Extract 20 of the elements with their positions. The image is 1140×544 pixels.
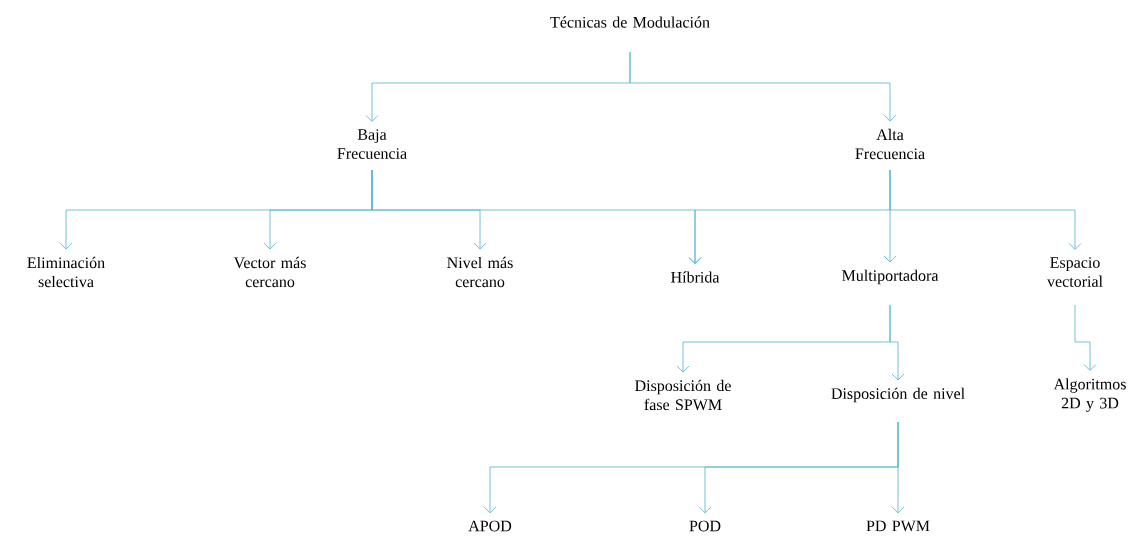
text-label: Algoritmos 2D y 3D	[1053, 378, 1126, 412]
arrow	[891, 421, 905, 514]
text-label: Baja Frecuencia	[337, 129, 407, 159]
text-label: Híbrida	[671, 271, 720, 283]
text-label: Disposición de fase SPWM	[635, 379, 731, 411]
arrow	[629, 51, 897, 122]
text-label: Técnicas de Modulación	[550, 16, 710, 28]
text-label: Espacio vectorial	[1047, 257, 1103, 287]
text-label: Eliminación selectiva	[27, 256, 105, 288]
text-label: POD	[689, 520, 721, 532]
text-label: Nivel más cercano	[447, 256, 513, 288]
arrow	[889, 304, 905, 381]
text-label: Disposición de nivel	[831, 387, 965, 403]
arrow	[889, 169, 1082, 250]
arrow	[1074, 304, 1097, 371]
text-label: Multiportadora	[842, 269, 939, 285]
text-label: PD PWM	[866, 520, 930, 532]
text-label: Alta Frecuencia	[855, 128, 925, 160]
text-label: Vector más cercano	[233, 256, 306, 288]
text-label: APOD	[468, 520, 512, 532]
